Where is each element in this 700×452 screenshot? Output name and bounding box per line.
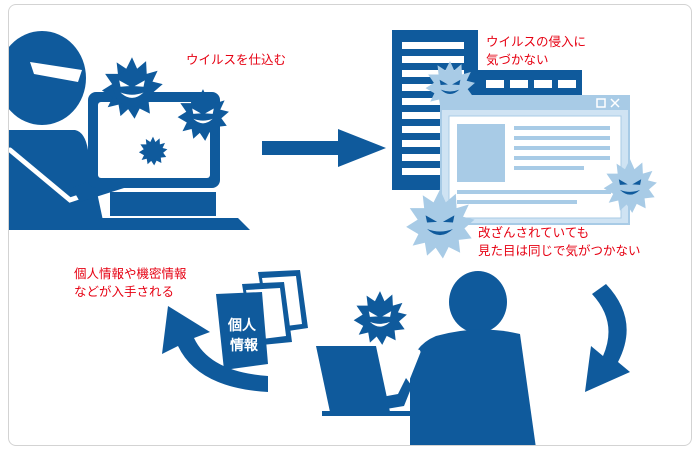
caption-intrusion-line2: 気づかない [486, 52, 549, 67]
document-pages-icon: 個人 情報 [216, 270, 308, 370]
curved-arrow-icon [585, 284, 630, 392]
user-silhouette-icon [376, 271, 536, 445]
caption-intrusion-line1: ウイルスの侵入に [486, 34, 587, 49]
arrow-right-icon [262, 129, 386, 167]
document-label-line2: 情報 [230, 337, 259, 354]
caption-leak-line2: などが入手される [74, 284, 175, 299]
laptop-icon [316, 346, 458, 416]
caption-tampered-line1: 改ざんされていても [478, 225, 590, 240]
caption-leak-line1: 個人情報や機密情報 [74, 266, 187, 281]
caption-infect: ウイルスを仕込む [186, 52, 287, 67]
curved-arrow-icon [162, 306, 268, 392]
caption-tampered-line2: 見た目は同じで気がつかない [478, 243, 641, 258]
browser-window-icon [440, 95, 630, 225]
virus-icon [353, 291, 407, 345]
document-label-line1: 個人 [227, 317, 257, 334]
